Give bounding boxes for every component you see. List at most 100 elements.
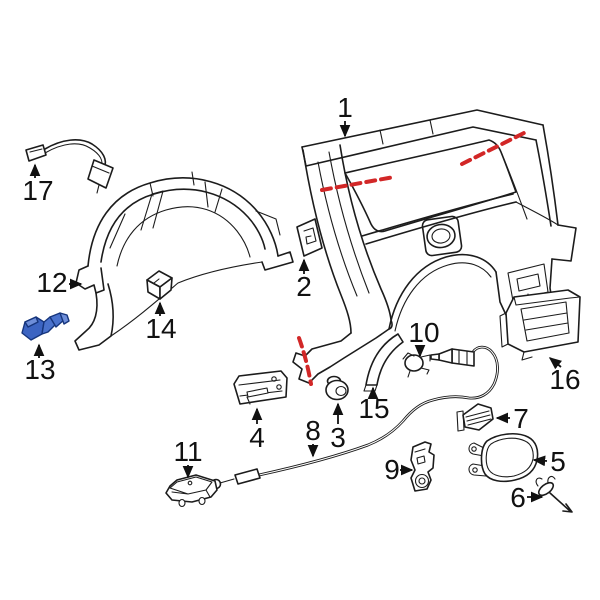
liner-front-tab — [75, 265, 105, 294]
panel-dpillar-band — [500, 151, 528, 220]
cushion-clip-drawing[interactable] — [146, 270, 173, 300]
clip7-ridges — [465, 410, 492, 426]
callout-14-label[interactable]: 14 — [145, 313, 176, 344]
wire-harness-drawing[interactable] — [25, 139, 114, 194]
panel-rocker-flange — [292, 328, 390, 384]
liner-bottom-edge — [110, 261, 263, 337]
grommet-drawing[interactable] — [325, 375, 349, 401]
wheelhouse-liner-drawing[interactable] — [74, 171, 294, 351]
callout-2: 2 — [296, 258, 312, 302]
callout-5-arrow — [532, 455, 548, 467]
harness-left-connector-line — [29, 148, 43, 153]
release-cable-drawing[interactable] — [210, 345, 499, 490]
retainer-clip-drawing[interactable] — [456, 403, 494, 432]
callout-1-label[interactable]: 1 — [337, 92, 353, 123]
callout-11: 11 — [173, 436, 203, 479]
callout-13-label[interactable]: 13 — [24, 354, 55, 385]
clip10-body — [404, 354, 424, 372]
callout-9: 9 — [384, 454, 414, 485]
callout-14: 14 — [145, 301, 177, 344]
callout-11-label[interactable]: 11 — [173, 436, 202, 467]
hinge-ring-inner — [418, 477, 426, 485]
liner-ribs — [109, 171, 223, 249]
screw-highlighted-drawing[interactable] — [21, 312, 70, 341]
fuel-door-pin-drawing[interactable] — [535, 475, 573, 513]
panel-window-opening — [344, 139, 517, 233]
bracket-slot — [246, 387, 269, 398]
screw-tip — [59, 312, 70, 325]
hinge-bracket-drawing[interactable] — [410, 441, 435, 492]
callout-5-label[interactable]: 5 — [550, 446, 566, 477]
callout-1: 1 — [337, 92, 353, 138]
cable-stub — [219, 478, 235, 484]
cut-line-bpillar — [320, 175, 396, 192]
callout-4-label[interactable]: 4 — [249, 422, 265, 453]
harness-right-connector-lines — [91, 165, 110, 194]
bracket-hole-2 — [276, 384, 282, 390]
panel-roof-outer — [301, 109, 544, 148]
callout-16: 16 — [548, 357, 581, 395]
strip-foot — [363, 384, 378, 392]
vent-opening — [520, 301, 570, 342]
vent-top-edge — [513, 296, 581, 306]
cable-end-cylinder — [451, 348, 475, 367]
cable-clip-drawing[interactable] — [402, 352, 431, 378]
release-handle-drawing[interactable] — [165, 474, 218, 508]
pin-prongs — [535, 475, 556, 487]
callout-6: 6 — [510, 482, 544, 513]
clip2-body — [296, 218, 323, 257]
callout-8: 8 — [305, 415, 321, 458]
callout-15-label[interactable]: 15 — [358, 393, 389, 424]
cable-line-inner — [258, 346, 498, 476]
callout-7-label[interactable]: 7 — [513, 403, 529, 434]
callout-5: 5 — [532, 446, 566, 477]
handle-foot-2 — [198, 496, 206, 506]
fuel-filler-door-drawing[interactable] — [468, 432, 539, 483]
cut-line-dpillar — [460, 129, 530, 166]
panel-bpillar-rear — [339, 144, 393, 330]
callout-3-label[interactable]: 3 — [330, 422, 346, 453]
callout-6-label[interactable]: 6 — [510, 482, 526, 513]
callout-16-label[interactable]: 16 — [549, 364, 580, 395]
clip2-slot — [303, 227, 317, 245]
panel-belt-shoulder — [515, 201, 559, 226]
callout-17-label[interactable]: 17 — [22, 175, 53, 206]
callout-8-label[interactable]: 8 — [305, 415, 321, 446]
vent-louvers — [523, 312, 569, 331]
harness-right-connector — [87, 159, 114, 189]
quarter-vent-drawing[interactable] — [499, 289, 581, 361]
strip-body — [365, 333, 404, 386]
cut-lines — [297, 129, 530, 386]
panel-bpillar-front — [302, 149, 352, 334]
callout-12: 12 — [36, 267, 83, 298]
callouts: 1 2 3 4 5 6 7 8 9 10 11 12 13 14 15 16 1… — [22, 92, 580, 513]
panel-beltline — [361, 193, 517, 245]
cable-cylinder-seams — [458, 349, 468, 366]
callout-2-label[interactable]: 2 — [296, 271, 312, 302]
callout-10: 10 — [408, 317, 440, 358]
fuel-filler-opening — [426, 223, 456, 249]
screw-head-facet — [24, 316, 39, 328]
cube-right — [159, 277, 173, 300]
cube-mark — [153, 278, 160, 284]
liner-outer-arc — [87, 177, 279, 267]
door-ear-hole-2 — [472, 467, 478, 473]
pillar-retainer-clip-drawing[interactable] — [296, 218, 323, 257]
handle-dot — [187, 480, 193, 486]
callout-7: 7 — [495, 403, 529, 434]
bracket-body — [233, 370, 288, 405]
callout-9-label[interactable]: 9 — [384, 454, 400, 485]
fuel-filler-inner — [431, 228, 451, 244]
grommet-hole — [335, 385, 347, 397]
bracket-hole-1 — [271, 376, 277, 382]
handle-body — [165, 474, 218, 503]
support-bracket-drawing[interactable] — [233, 370, 288, 405]
grommet-body — [325, 379, 349, 401]
callout-10-label[interactable]: 10 — [408, 317, 439, 348]
panel-shoulder — [551, 224, 577, 262]
callout-12-label[interactable]: 12 — [36, 267, 67, 298]
cable-end-tip — [430, 353, 440, 361]
door-hinge-ears — [468, 442, 487, 477]
panel-roof-ticks — [379, 119, 434, 145]
door-panel — [480, 432, 539, 483]
